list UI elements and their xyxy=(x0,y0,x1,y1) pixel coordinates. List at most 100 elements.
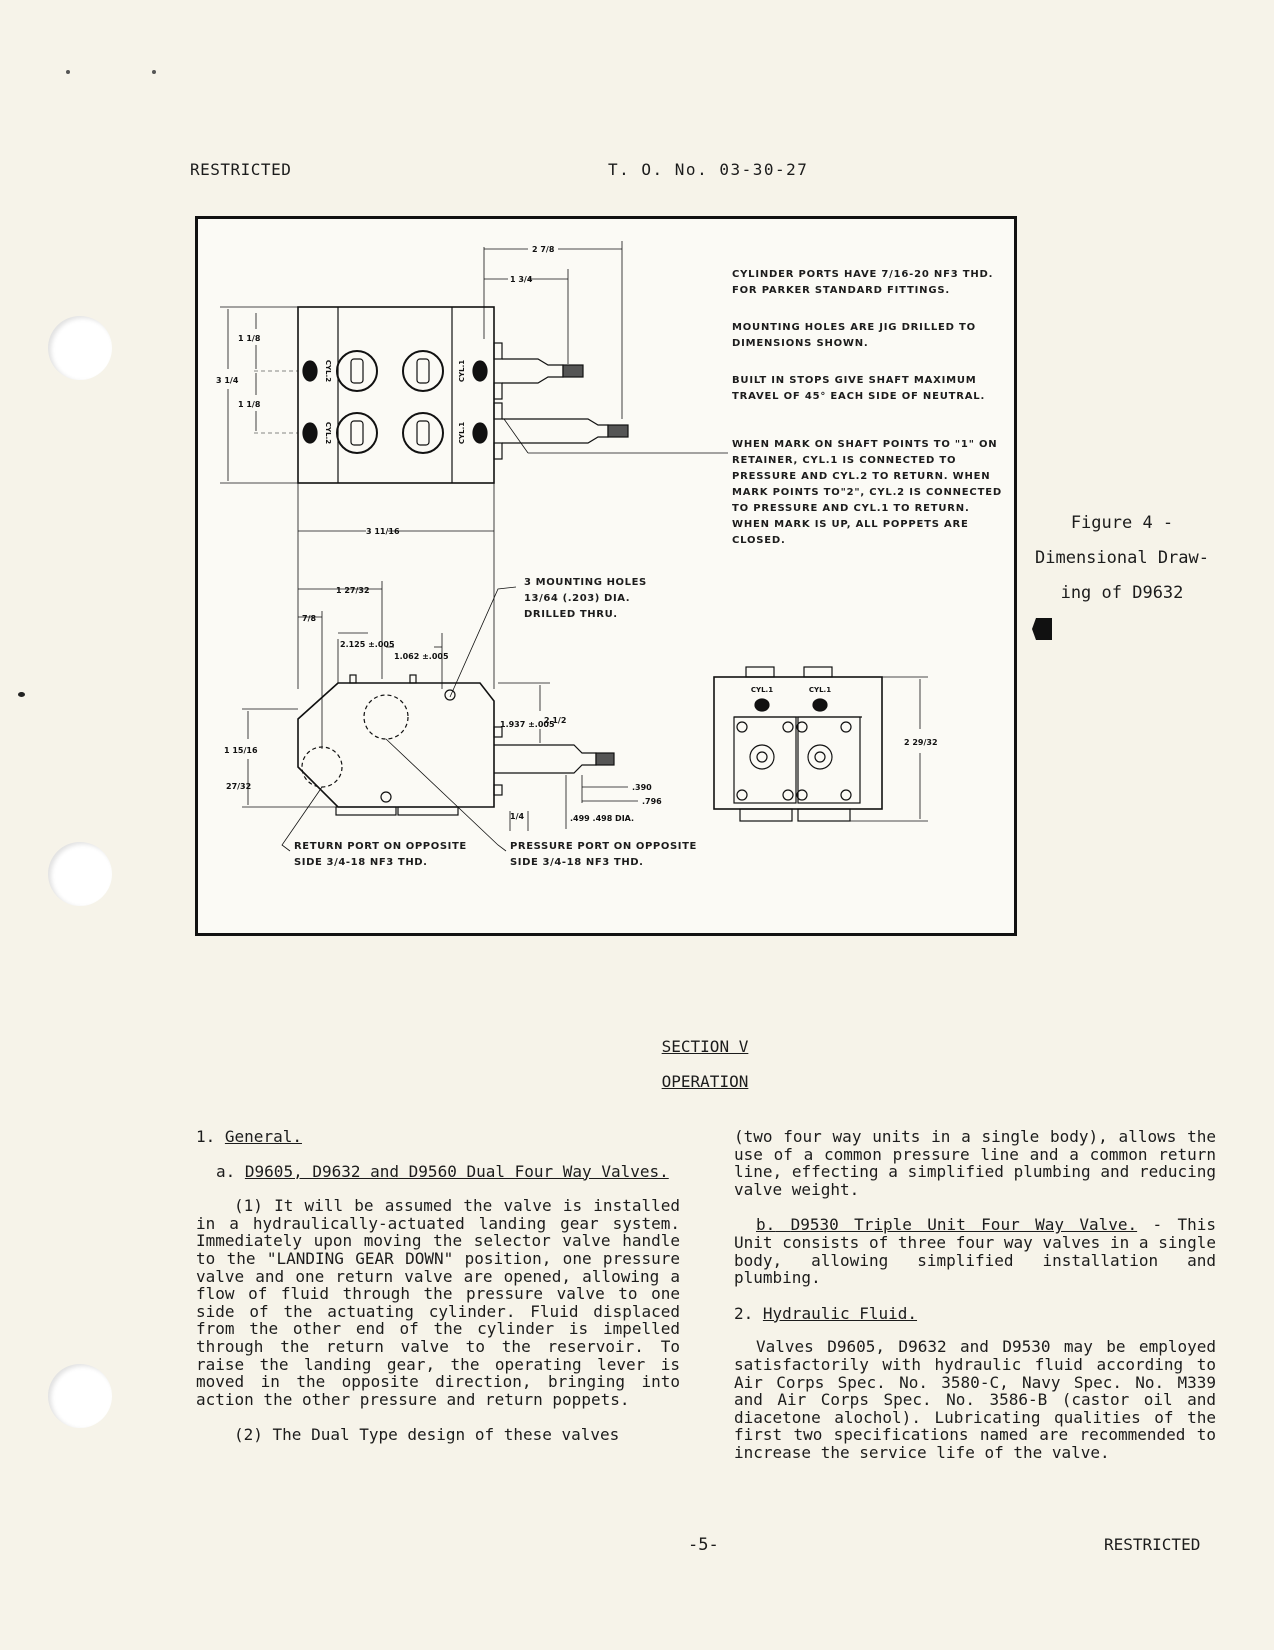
side-bolt xyxy=(736,789,748,801)
dim-end-g: 1 15/16 xyxy=(224,746,258,755)
section-title: OPERATION xyxy=(661,1072,749,1091)
paragraph-2-continued: (two four way units in a single body), a… xyxy=(734,1127,1216,1199)
heading-hydraulic-number: 2. xyxy=(734,1303,754,1323)
side-bolt xyxy=(796,721,808,733)
end-view-stub xyxy=(349,674,357,684)
end-view-base xyxy=(335,806,397,816)
paragraph-1: (1) It will be assumed the valve is inst… xyxy=(196,1196,680,1409)
top-view-body xyxy=(297,306,495,484)
dim-end-a: 1 27/32 xyxy=(336,586,370,595)
dim-end-f: 2 1/2 xyxy=(544,716,566,725)
dim-height-total: 3 1/4 xyxy=(216,376,239,385)
heading-general: 1. General. xyxy=(196,1128,680,1146)
speck xyxy=(66,70,70,74)
cyl2-label-lower: CYL.2 xyxy=(324,422,332,444)
figure-caption-3: ing of D9632 xyxy=(1060,583,1184,603)
heading-hydraulic-fluid: 2. Hydraulic Fluid. xyxy=(734,1303,1216,1323)
retainer xyxy=(493,342,503,360)
port-circle xyxy=(402,350,444,392)
end-view-edge xyxy=(297,682,339,720)
cyl-fitting xyxy=(472,422,488,444)
cyl-fitting xyxy=(472,360,488,382)
end-view-stub xyxy=(409,674,417,684)
side-cyl1-label: CYL.1 xyxy=(751,686,773,694)
shaft-upper xyxy=(502,358,564,384)
dim-end-l: .499 .498 DIA. xyxy=(570,814,634,823)
heading-general-number: 1. xyxy=(196,1127,216,1146)
side-bolt xyxy=(782,789,794,801)
end-view-body xyxy=(297,682,495,808)
cyl-fitting xyxy=(302,360,318,382)
end-view-base xyxy=(397,806,459,816)
callout-pressure-port-2: SIDE 3/4-18 NF3 THD. xyxy=(510,857,644,868)
shaft-lower xyxy=(502,418,609,444)
port-slot xyxy=(350,358,364,384)
port-circle xyxy=(402,412,444,454)
figure-frame: CYL.2 CYL.2 CYL.1 CYL.1 CYL.1 CYL.1 2 7/… xyxy=(195,216,1017,936)
retainer xyxy=(493,382,503,400)
leader-line xyxy=(385,738,507,852)
callout-mounting-holes: 3 MOUNTING HOLES 13/64 (.203) DIA. DRILL… xyxy=(524,577,647,620)
dim-top-shaft: 1 3/4 xyxy=(510,275,533,284)
paragraph-b: b. D9530 Triple Unit Four Way Valve. - T… xyxy=(734,1216,1216,1286)
side-view-section xyxy=(797,716,861,804)
dim-end-i: 1/4 xyxy=(510,812,524,821)
port-slot xyxy=(416,420,430,446)
speck xyxy=(18,692,25,697)
side-port xyxy=(749,744,775,770)
shaft-thread xyxy=(562,364,584,378)
callout-return-port-2: SIDE 3/4-18 NF3 THD. xyxy=(294,857,428,868)
dim-width-body: 3 11/16 xyxy=(366,527,400,536)
figure-caption-2: Dimensional Draw- xyxy=(1035,548,1209,568)
side-view-cap xyxy=(803,666,833,678)
retainer xyxy=(493,442,503,460)
dim-end-k: .796 xyxy=(642,797,662,806)
cyl-fitting xyxy=(754,698,770,712)
side-port xyxy=(814,751,826,763)
page-number: -5- xyxy=(688,1535,719,1555)
end-shaft-thread xyxy=(595,752,615,766)
dim-end-c: 2.125 ±.005 xyxy=(340,640,395,649)
side-view-base xyxy=(797,808,851,822)
speck xyxy=(152,70,156,74)
right-column: (two four way units in a single body), a… xyxy=(734,1128,1216,1462)
dim-height-upper: 1 1/8 xyxy=(238,334,261,343)
side-bolt xyxy=(796,789,808,801)
side-view-section xyxy=(733,716,797,804)
dim-end-e: 1.937 ±.005 xyxy=(500,720,555,729)
cyl-fitting xyxy=(812,698,828,712)
mounting-hole xyxy=(380,791,392,803)
subheading-b-letter: b. xyxy=(756,1215,776,1235)
subheading-a-text: D9605, D9632 and D9560 Dual Four Way Val… xyxy=(244,1161,669,1181)
retainer xyxy=(493,784,503,796)
footer-restricted: RESTRICTED xyxy=(1104,1535,1201,1554)
retainer xyxy=(493,726,503,738)
figure-note-4: When mark on shaft points to "1" on reta… xyxy=(732,439,1002,546)
dim-end-j: .390 xyxy=(632,783,652,792)
cyl-fitting xyxy=(302,422,318,444)
left-column: 1. General. a. D9605, D9632 and D9560 Du… xyxy=(196,1128,680,1444)
section-number: SECTION V xyxy=(661,1037,749,1056)
side-bolt xyxy=(840,789,852,801)
side-view-base xyxy=(739,808,793,822)
cyl1-label-upper: CYL.1 xyxy=(458,360,466,382)
paragraph-3: Valves D9605, D9632 and D9530 may be emp… xyxy=(734,1337,1216,1462)
side-bolt xyxy=(840,721,852,733)
end-shaft xyxy=(494,744,597,774)
dim-end-b: 7/8 xyxy=(302,614,316,623)
figure-note-1: Cylinder ports have 7/16-20 NF3 thd. for… xyxy=(732,269,994,296)
punch-hole-middle xyxy=(48,842,112,906)
heading-hydraulic-text: Hydraulic Fluid. xyxy=(762,1303,918,1323)
paragraph-2-start: (2) The Dual Type design of these valves xyxy=(234,1425,620,1445)
dim-end-h: 27/32 xyxy=(226,782,251,791)
subheading-b-text: D9530 Triple Unit Four Way Valve. xyxy=(790,1215,1138,1235)
figure-note-2: Mounting holes are jig drilled to dimens… xyxy=(732,322,976,349)
retainer xyxy=(493,402,503,420)
shaft-thread xyxy=(607,424,629,438)
dimensional-drawing: CYL.2 CYL.2 CYL.1 CYL.1 CYL.1 CYL.1 2 7/… xyxy=(216,241,938,852)
leader-line xyxy=(281,786,323,852)
mounting-hole xyxy=(444,689,456,701)
dim-side-height: 2 29/32 xyxy=(904,738,938,747)
port-circle xyxy=(336,412,378,454)
dim-height-lower: 1 1/8 xyxy=(238,400,261,409)
